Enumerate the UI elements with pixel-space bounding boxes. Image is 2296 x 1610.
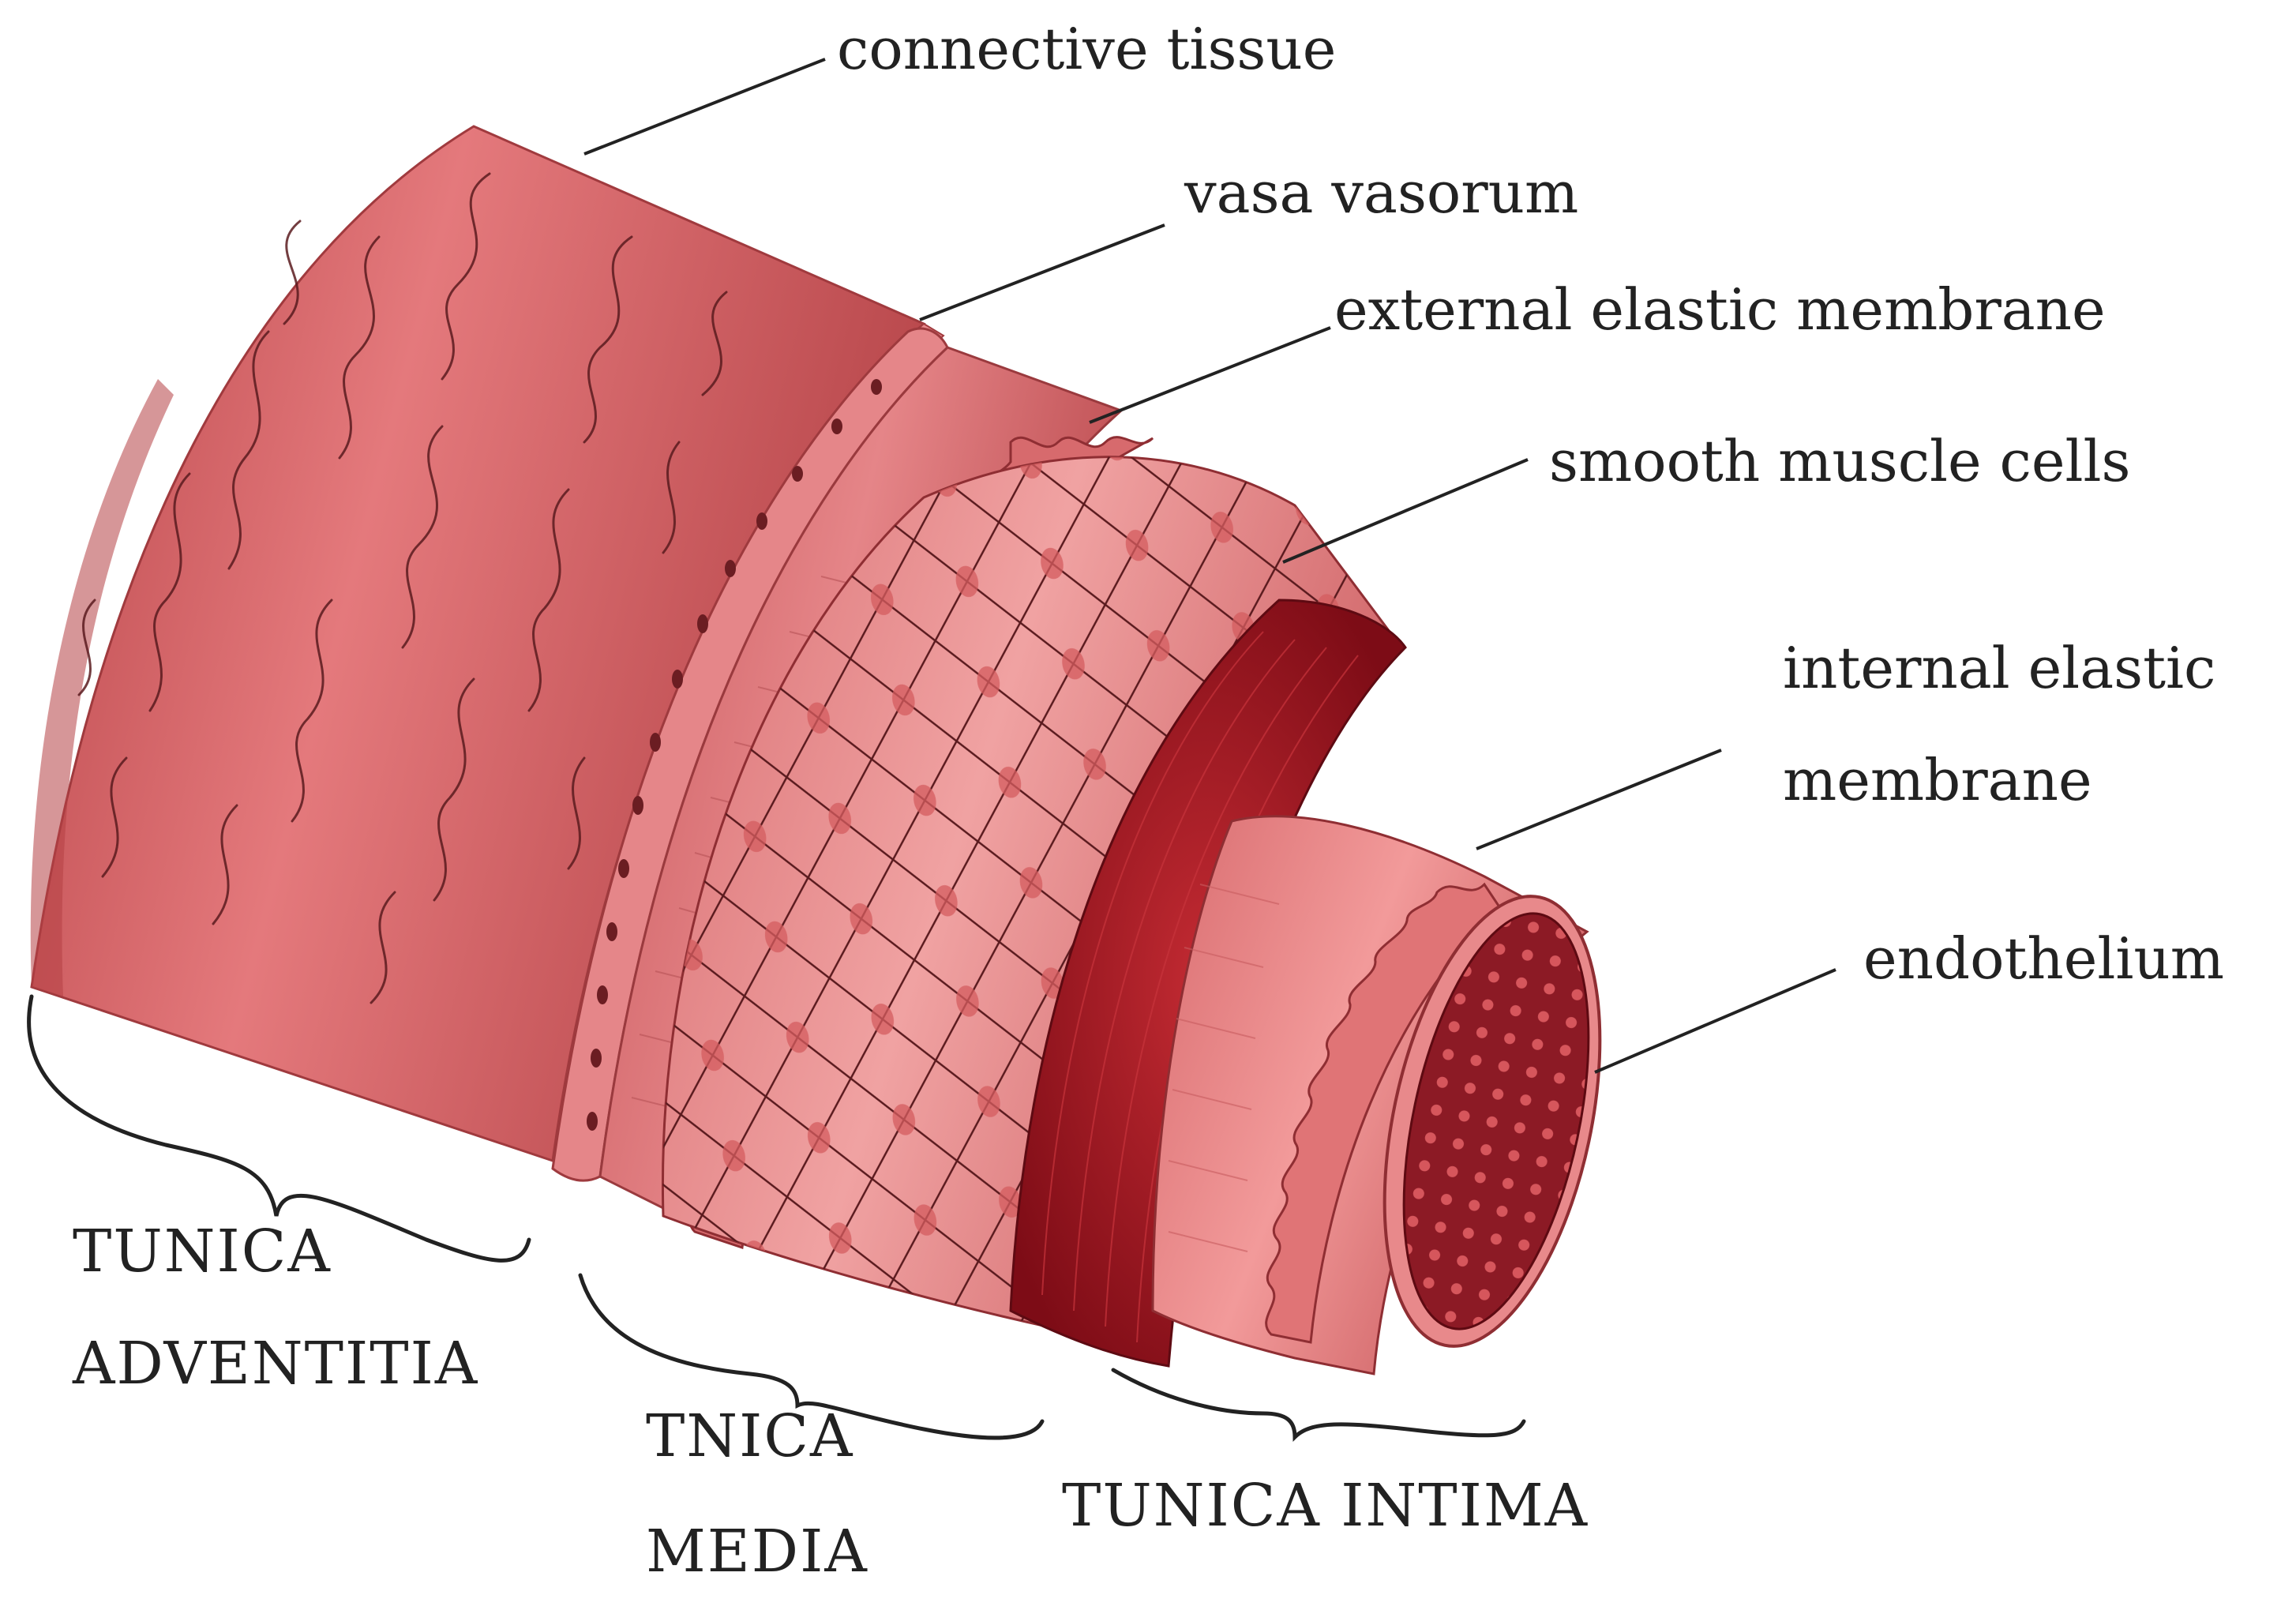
label-external-elastic-membrane: external elastic membrane xyxy=(1334,281,2106,338)
label-smooth-muscle-cells: smooth muscle cells xyxy=(1549,433,2131,490)
label-endothelium: endothelium xyxy=(1863,930,2224,987)
label-tunica-media-line2: MEDIA xyxy=(646,1522,869,1581)
label-tunica-intima: TUNICA INTIMA xyxy=(1062,1477,1589,1535)
leader-connective-tissue xyxy=(584,59,825,154)
label-tunica-adventitia-line2: ADVENTITIA xyxy=(73,1334,478,1393)
brace-intima xyxy=(1113,1370,1524,1437)
leader-vasa-vasorum xyxy=(920,225,1165,320)
label-tunica-adventitia-line1: TUNICA xyxy=(73,1222,332,1281)
label-internal-elastic-line2: membrane xyxy=(1783,752,2092,809)
label-connective-tissue: connective tissue xyxy=(837,21,1336,77)
leader-smooth-muscle xyxy=(1283,460,1528,562)
leader-internal-elastic xyxy=(1476,750,1721,849)
leader-external-elastic xyxy=(1090,328,1330,422)
label-tunica-media-line1: TNICA xyxy=(646,1407,853,1466)
leader-endothelium xyxy=(1595,970,1836,1072)
label-vasa-vasorum: vasa vasorum xyxy=(1184,164,1578,221)
label-internal-elastic-line1: internal elastic xyxy=(1783,640,2215,696)
